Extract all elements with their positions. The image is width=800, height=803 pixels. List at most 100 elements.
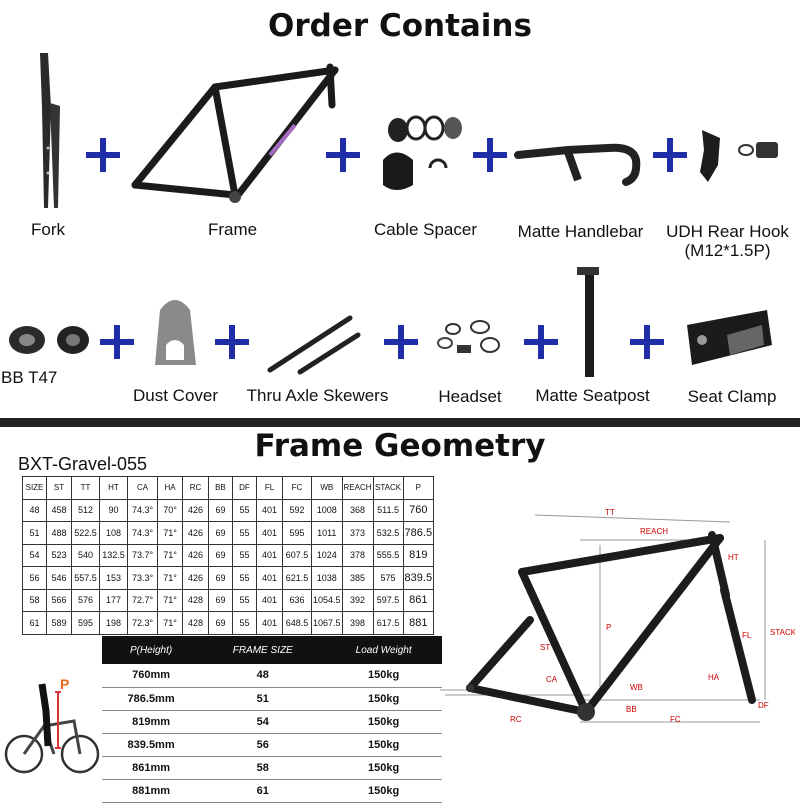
plus-icon [384,325,418,359]
seatpost-image [577,267,599,377]
table-cell: 532.5 [372,521,404,545]
table-cell: 74.3° [127,521,158,545]
diag-label-df: DF [758,701,769,710]
table-cell: 760 [402,498,435,522]
table-cell: 488 [46,521,72,545]
diag-label-tt: TT [605,508,615,517]
table-cell: 522.5 [71,521,100,545]
diag-label-fc: FC [670,715,681,724]
item-seat-clamp: Seat Clamp [672,300,792,412]
table-cell: 1067.5 [311,611,343,635]
table-cell: 392 [341,588,374,612]
table-cell: 839.5mm [102,733,201,757]
frame-image [131,63,339,203]
table-cell: 51 [22,521,47,545]
col-header: DF [232,476,257,500]
table-cell: 428 [182,588,209,612]
table-cell: 1008 [311,498,343,522]
item-thru-axle: Thru Axle Skewers [240,310,395,410]
table-cell: 72.7° [127,588,158,612]
table-cell: 72.3° [127,611,158,635]
table-cell: 73.7° [127,543,158,567]
plus-icon [630,325,664,359]
table-cell: 819 [402,543,435,567]
col-header: FL [256,476,283,500]
fork-image [40,53,60,208]
table-cell: 153 [99,566,128,590]
table-cell: 557.5 [71,566,100,590]
table-cell: 55 [232,611,257,635]
table-cell: 71° [157,521,183,545]
table-cell: 55 [232,566,257,590]
dust-cover-image [155,300,196,365]
table-cell: 398 [341,611,374,635]
table-cell: 540 [71,543,100,567]
table-cell: 648.5 [282,611,312,635]
table-cell: 401 [256,498,283,522]
table-cell: 90 [99,498,128,522]
table-cell: 458 [46,498,72,522]
table-cell: 426 [182,543,209,567]
item-dust-cover: Dust Cover [128,290,223,410]
table-cell: 177 [99,588,128,612]
col-header: CA [127,476,158,500]
item-label: Matte Seatpost [535,386,650,405]
table-cell: 54 [200,710,326,734]
table-cell: 426 [182,498,209,522]
table-cell: 55 [232,588,257,612]
table-cell: 132.5 [99,543,128,567]
item-handlebar: Matte Handlebar [508,130,653,250]
item-cable-spacer: Cable Spacer [368,110,483,250]
cable-spacer-image [383,115,462,190]
headset-image [437,320,500,353]
table-cell: 150kg [325,756,442,780]
item-label: Frame [207,220,258,239]
diag-label-bb: BB [626,705,637,714]
table-cell: 69 [208,611,233,635]
table-cell: 69 [208,498,233,522]
table-cell: 150kg [325,687,442,711]
table-cell: 70° [157,498,183,522]
table-cell: 546 [46,566,72,590]
table-cell: 150kg [325,664,442,688]
diag-label-p: P [606,623,611,632]
table-cell: 595 [71,611,100,635]
item-headset: Headset [425,315,515,410]
table-cell: 575 [372,566,404,590]
table-cell: 861mm [102,756,201,780]
table-cell: 839.5 [402,566,435,590]
table-cell: 71° [157,588,183,612]
table-header-row: SIZE ST TT HT CA HA RC BB DF FL FC WB RE… [22,476,435,500]
table-cell: 55 [232,521,257,545]
diag-label-fl: FL [742,631,752,640]
table-cell: 150kg [325,733,442,757]
table-cell: 73.3° [127,566,158,590]
col-header: Load Weight [325,636,442,664]
table-cell: 71° [157,611,183,635]
col-header: P [402,476,435,500]
plus-icon [215,325,249,359]
table-cell: 198 [99,611,128,635]
diag-label-reach: REACH [640,527,668,536]
col-header: P(Height) [102,636,201,664]
item-sublabel: (M12*1.5P) [684,241,771,260]
table-cell: 861 [402,588,435,612]
table-cell: 51 [200,687,326,711]
table-cell: 56 [200,733,326,757]
diag-label-ca: CA [546,675,558,684]
table-cell: 1024 [311,543,343,567]
table-cell: 56 [22,566,47,590]
table-cell: 576 [71,588,100,612]
model-name: BXT-Gravel-055 [18,454,148,474]
col-header: ST [46,476,72,500]
col-header: STACK [372,476,404,500]
item-udh-rear-hook: UDH Rear Hook (M12*1.5P) [660,120,795,260]
table-cell: 555.5 [372,543,404,567]
plus-icon [86,138,120,172]
diag-label-ht: HT [728,553,739,562]
